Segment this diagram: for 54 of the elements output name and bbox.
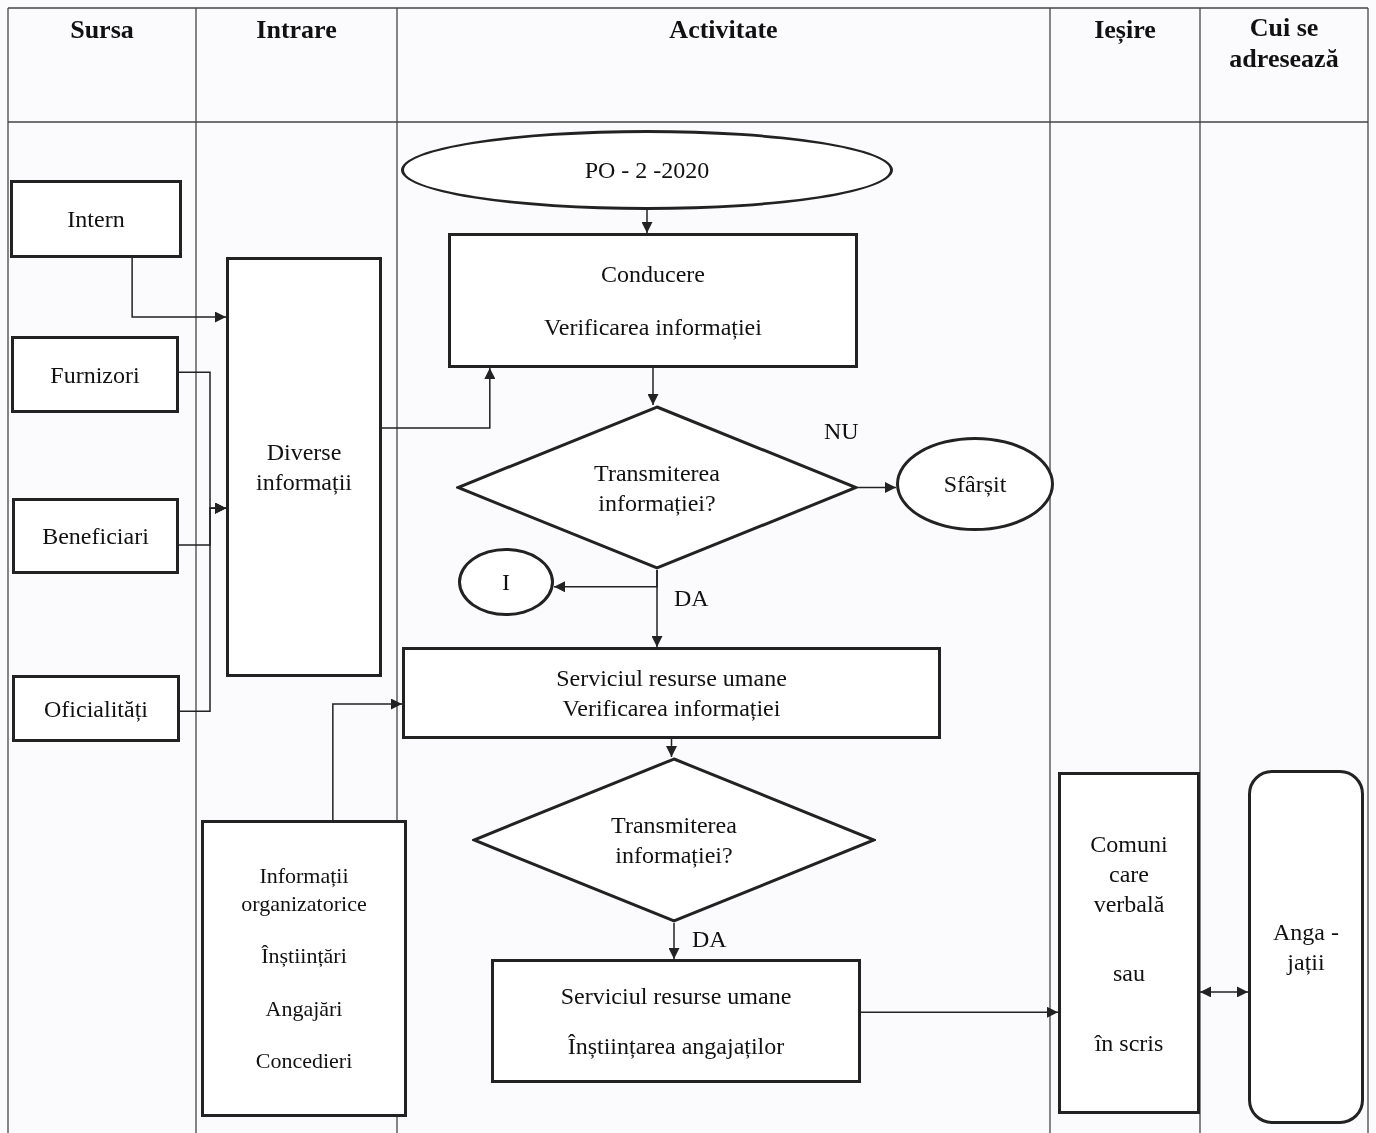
node-text: PO - 2 -2020	[584, 156, 710, 185]
node-text: Informații organizatorice	[240, 862, 368, 918]
process-box	[11, 336, 179, 413]
node-text: Furnizori	[50, 360, 140, 390]
process-box	[448, 233, 858, 368]
arrow	[668, 922, 680, 960]
node-text: Transmiterea informației?	[610, 811, 738, 870]
process-box	[10, 180, 182, 258]
column-header: Sursa	[69, 14, 135, 46]
column-header: Ieșire	[1093, 14, 1157, 46]
column-header: Intrare	[255, 14, 338, 46]
arrow	[651, 569, 663, 648]
node-text: Serviciul resurse umane	[556, 664, 787, 693]
column-header: Cui se adresează	[1228, 12, 1340, 75]
node-text: sau	[1113, 959, 1145, 988]
node-text: Sfârșit	[943, 470, 1007, 499]
node-text: Oficialități	[44, 694, 148, 724]
node-text: Anga -jații	[1272, 918, 1340, 977]
arrow	[860, 1006, 1059, 1018]
process-box	[12, 498, 179, 574]
node-text: în scris	[1094, 1028, 1164, 1058]
arrow	[332, 698, 403, 821]
node-text: Concedieri	[255, 1047, 353, 1075]
node-text: Intern	[67, 205, 125, 234]
arrow	[647, 367, 659, 406]
decision-diamond	[472, 757, 876, 923]
arrow	[1199, 986, 1249, 998]
column-header: Activitate	[668, 14, 779, 46]
node-text: Transmiterea informației?	[593, 458, 721, 518]
node-text: Serviciul resurse umane	[560, 982, 792, 1012]
decision-diamond	[456, 405, 858, 570]
node-text: Diverse informații	[255, 438, 353, 497]
arrow	[179, 502, 227, 712]
node-text: Verificarea informației	[562, 694, 781, 723]
node-text: Beneficiari	[42, 522, 149, 551]
process-box	[12, 675, 180, 742]
node-text: I	[502, 568, 510, 597]
arrow	[641, 209, 653, 234]
arrow	[131, 257, 227, 323]
arrow	[381, 367, 496, 429]
node-text: Verificarea informației	[544, 313, 762, 342]
process-box	[226, 257, 382, 677]
node-text: Înștiințarea angajaților	[567, 1031, 785, 1061]
process-box	[1058, 772, 1200, 1114]
node-text: Angajări	[265, 994, 343, 1023]
node-text: Conducere	[601, 260, 705, 289]
process-box	[402, 647, 941, 739]
node-text: Comuni care verbală	[1089, 829, 1169, 919]
process-box	[491, 959, 861, 1083]
arrow	[666, 738, 677, 758]
node-text: Înștiințări	[261, 942, 347, 970]
arrow	[857, 482, 897, 493]
process-box	[201, 820, 407, 1117]
rounded-box	[1248, 770, 1364, 1124]
